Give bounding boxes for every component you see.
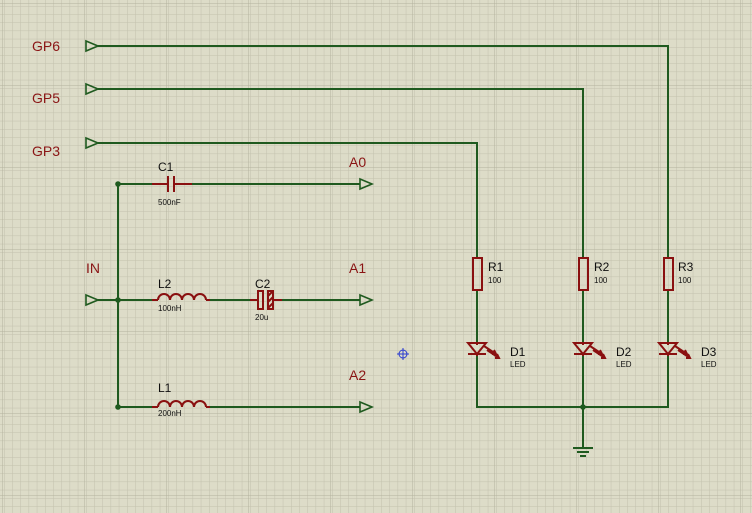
d1-ref: D1 [510,345,526,359]
d3-ref: D3 [701,345,717,359]
led-d1[interactable] [465,342,501,359]
resistor-r1[interactable] [472,257,483,291]
l2-value: 100nH [158,304,182,313]
led-d3[interactable] [656,342,692,359]
resistor-r3[interactable] [663,257,674,291]
output-terminal-a0[interactable] [359,177,375,191]
d3-value: LED [701,360,717,369]
port-label-a2: A2 [349,367,366,383]
input-terminal-gp3[interactable] [85,136,101,150]
wires [98,45,669,447]
junctions [115,181,586,410]
output-terminal-a2[interactable] [359,400,375,414]
r2-ref: R2 [594,260,610,274]
d2-value: LED [616,360,632,369]
capacitor-c1[interactable] [152,176,192,192]
inductor-l2[interactable] [152,293,210,301]
l1-ref: L1 [158,381,172,395]
ground-icon[interactable] [573,447,593,457]
output-terminal-a1[interactable] [359,293,375,307]
input-terminal-gp6[interactable] [85,39,101,53]
input-terminal-gp5[interactable] [85,82,101,96]
r2-value: 100 [594,276,608,285]
resistor-r2[interactable] [578,257,589,291]
c1-ref: C1 [158,160,174,174]
c2-value: 20u [255,313,268,322]
d1-value: LED [510,360,526,369]
r1-ref: R1 [488,260,504,274]
led-d2[interactable] [571,342,607,359]
r3-ref: R3 [678,260,694,274]
port-label-a0: A0 [349,154,366,170]
input-terminal-in[interactable] [85,293,101,307]
l2-ref: L2 [158,277,172,291]
crosshair-cursor-icon [397,348,409,360]
inductor-l1[interactable] [152,400,210,408]
port-label-in: IN [86,260,100,276]
l1-value: 200nH [158,409,182,418]
port-label-gp5: GP5 [32,90,60,106]
capacitor-c2[interactable] [250,290,282,310]
port-label-a1: A1 [349,260,366,276]
c1-value: 500nF [158,198,181,207]
c2-ref: C2 [255,277,271,291]
port-label-gp3: GP3 [32,143,60,159]
r3-value: 100 [678,276,692,285]
port-label-gp6: GP6 [32,38,60,54]
d2-ref: D2 [616,345,632,359]
r1-value: 100 [488,276,502,285]
